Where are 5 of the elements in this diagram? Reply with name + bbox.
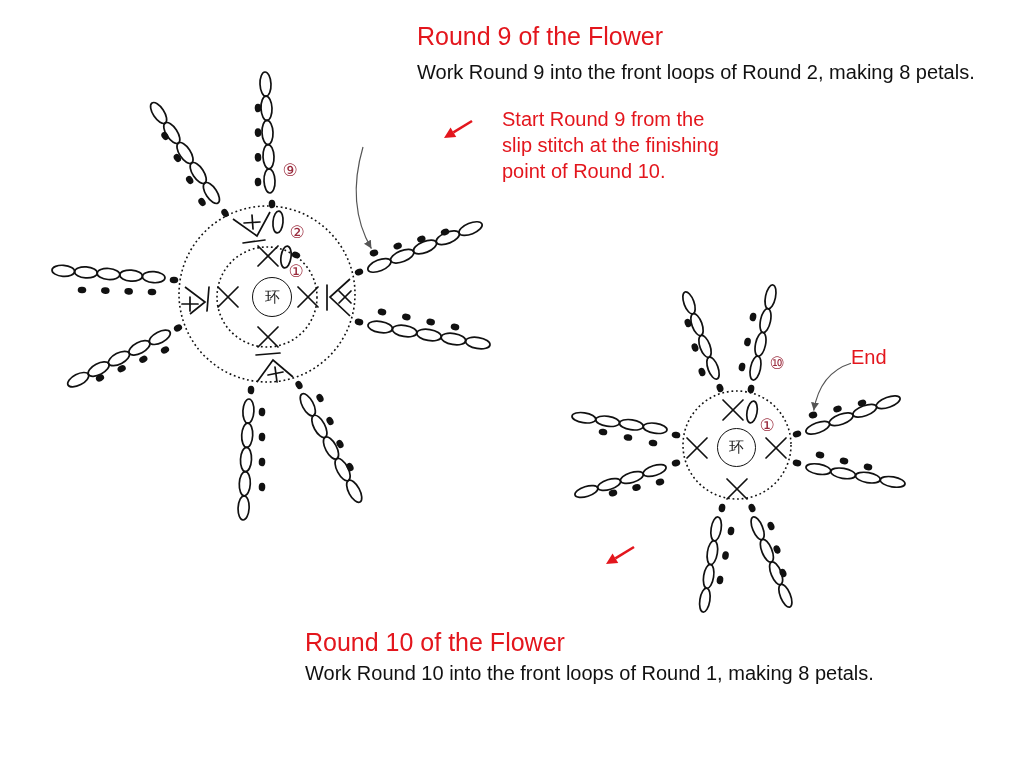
section-heading: Round 10 of the Flower xyxy=(305,628,565,657)
note-text: Start Round 9 from the slip stitch at the finishing point of Round 10. xyxy=(502,107,720,184)
instruction-text: Work Round 10 into the front loops of Round 1, making 8 petals. xyxy=(305,662,874,685)
section-heading: Round 9 of the Flower xyxy=(417,22,663,51)
instruction-text: Work Round 9 into the front loops of Round 2, making 8 petals. xyxy=(417,61,975,84)
